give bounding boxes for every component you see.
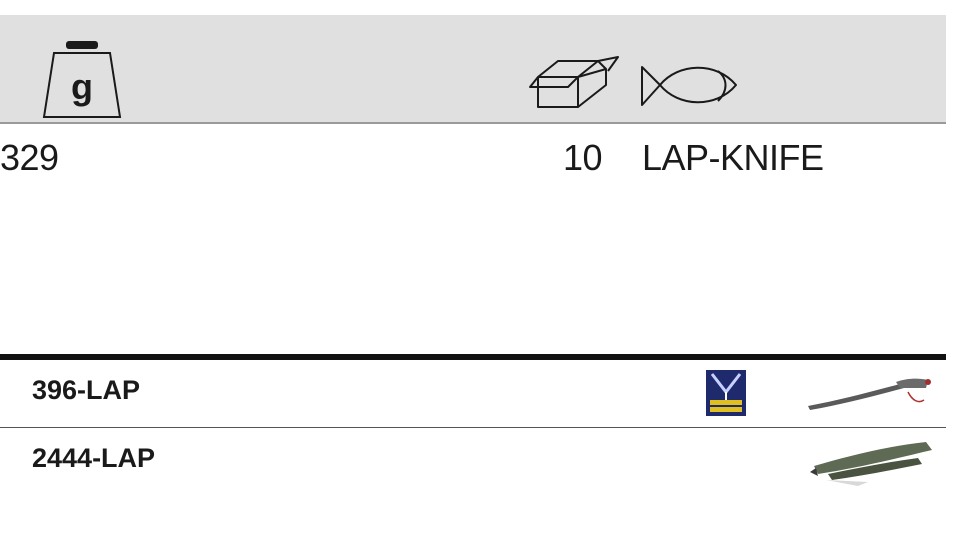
knife-thumbnail	[810, 442, 932, 486]
item-code: 2444-LAP	[32, 443, 156, 473]
section-divider	[0, 354, 946, 360]
weight-icon-letter: g	[71, 66, 93, 107]
product-name: LAP-KNIFE	[642, 137, 824, 178]
hard-point-badge-icon	[706, 370, 746, 416]
weight-value: 329	[0, 137, 59, 178]
row-divider	[0, 427, 946, 428]
box-icon	[529, 56, 619, 108]
fish-icon	[641, 66, 737, 106]
folding-saw-thumbnail	[808, 378, 931, 410]
weight-icon: g	[42, 41, 122, 118]
pack-quantity: 10	[563, 137, 603, 178]
header-band: g	[0, 15, 946, 124]
item-code: 396-LAP	[32, 375, 141, 405]
